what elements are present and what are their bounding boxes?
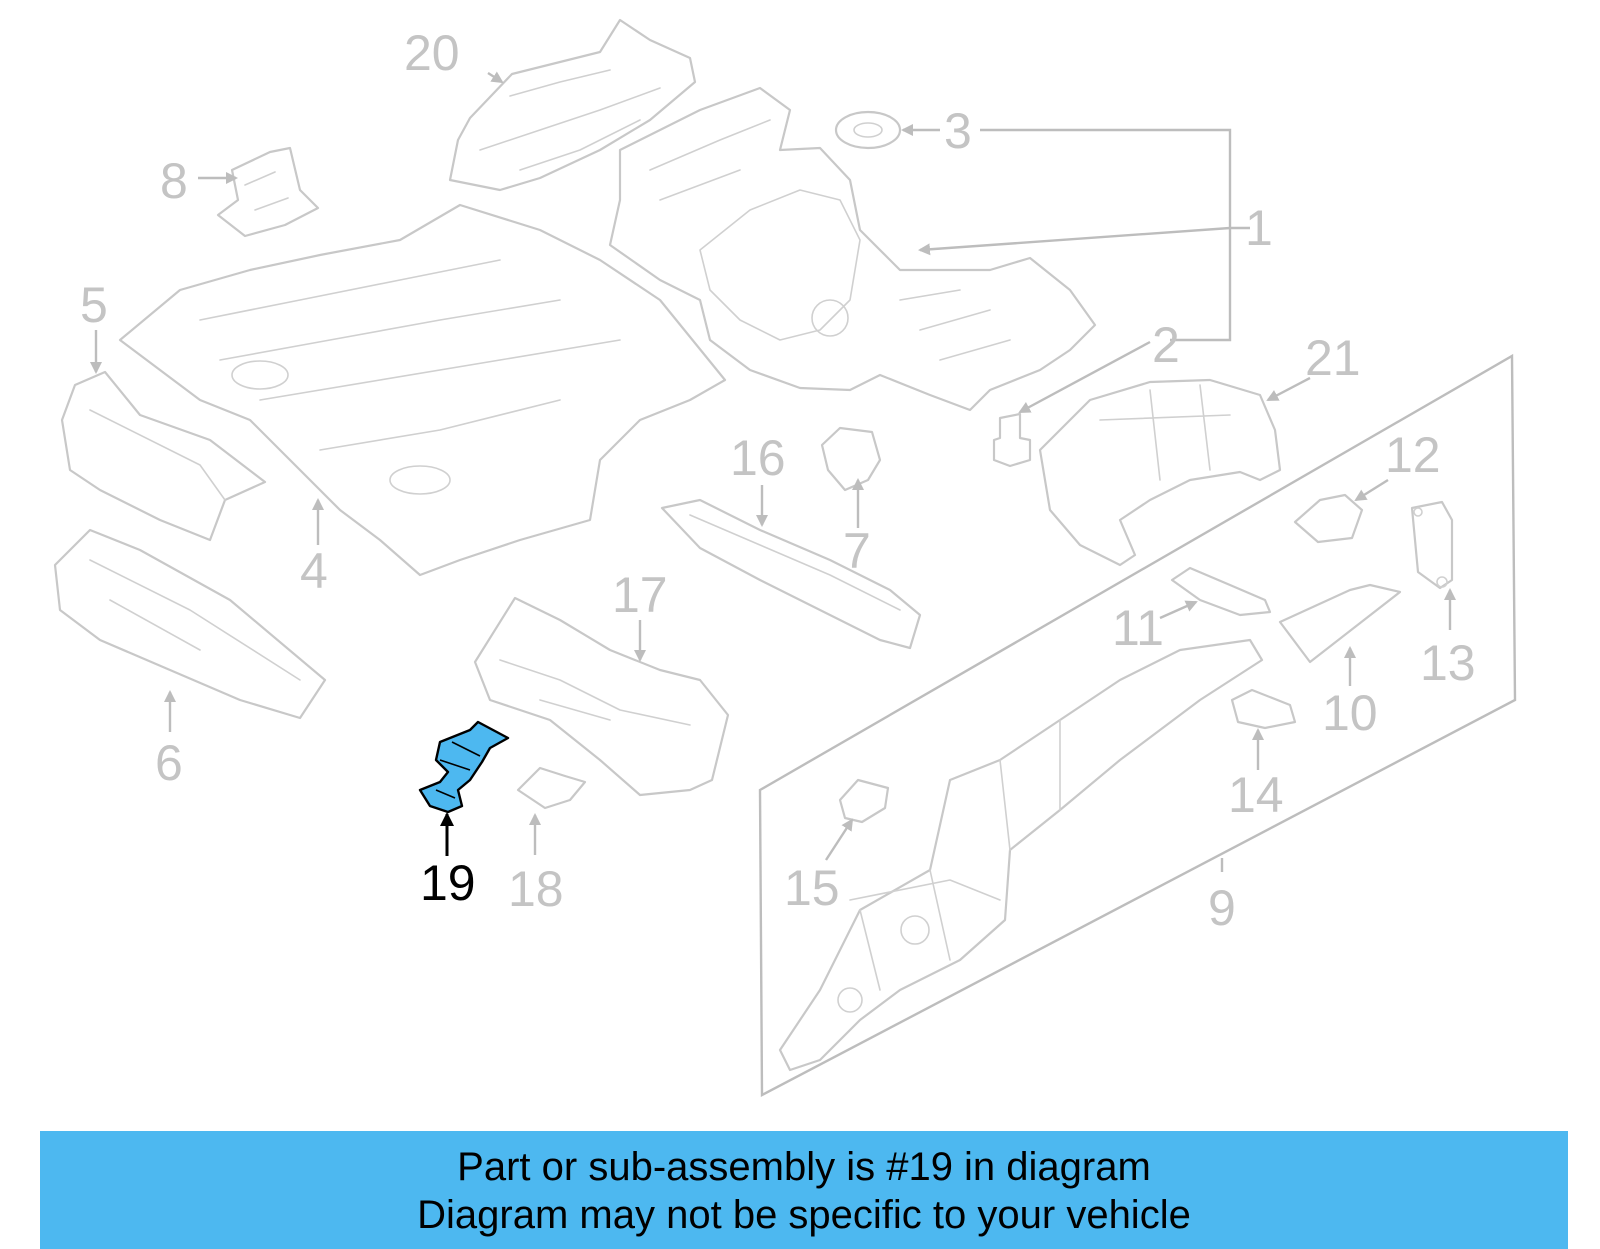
- banner-line-disclaimer: Diagram may not be specific to your vehi…: [417, 1193, 1191, 1237]
- part-6-crossmember: [53, 528, 327, 720]
- callout-16[interactable]: 16: [730, 430, 786, 486]
- callout-10[interactable]: 10: [1322, 685, 1378, 741]
- part-4-front-floor-pan: [118, 203, 727, 577]
- callout-18[interactable]: 18: [508, 861, 564, 917]
- part-1-rear-floor-pan: [608, 86, 1097, 412]
- part-19-bracket-highlighted: [418, 720, 510, 814]
- banner-line-part-number: Part or sub-assembly is #19 in diagram: [457, 1145, 1151, 1189]
- callout-5[interactable]: 5: [80, 277, 108, 333]
- part-18-clip: [516, 766, 587, 810]
- callout-13[interactable]: 13: [1420, 635, 1476, 691]
- part-2-stud: [992, 412, 1032, 468]
- part-8-bracket: [216, 146, 320, 238]
- callout-3[interactable]: 3: [944, 103, 972, 159]
- callout-17[interactable]: 17: [612, 567, 668, 623]
- part-20-heat-shield: [448, 18, 697, 192]
- callout-8[interactable]: 8: [160, 153, 188, 209]
- callout-6[interactable]: 6: [155, 735, 183, 791]
- part-15-clip: [838, 778, 890, 824]
- callout-labels: 1 2 3 4 5 6 7 8 9 10 11 12 13 14 15 16 1…: [80, 25, 1476, 936]
- callout-21[interactable]: 21: [1305, 330, 1361, 386]
- part-12-bracket: [1293, 493, 1364, 544]
- part-11-bracket: [1170, 566, 1272, 617]
- callout-2[interactable]: 2: [1152, 317, 1180, 373]
- callout-7[interactable]: 7: [843, 523, 871, 579]
- part-10-reinforcement: [1278, 583, 1402, 664]
- part-13-plate: [1410, 500, 1454, 590]
- leader-lines: [90, 71, 1456, 872]
- callout-11[interactable]: 11: [1112, 600, 1164, 656]
- callout-1[interactable]: 1: [1245, 200, 1273, 256]
- part-16-reinforcement: [660, 498, 922, 650]
- part-3-plug: [834, 110, 902, 150]
- callout-19-highlighted[interactable]: 19: [420, 855, 476, 911]
- callout-20[interactable]: 20: [404, 25, 460, 81]
- side-member-group-box: [758, 353, 1517, 1097]
- part-21-wheelhouse: [1038, 378, 1282, 567]
- part-9-rear-side-member: [778, 638, 1264, 1072]
- callout-12[interactable]: 12: [1385, 427, 1441, 483]
- info-banner: Part or sub-assembly is #19 in diagram D…: [40, 1131, 1568, 1249]
- callout-9[interactable]: 9: [1208, 880, 1236, 936]
- part-5-crossmember: [60, 370, 267, 542]
- callout-15[interactable]: 15: [784, 860, 840, 916]
- part-17-side-member: [473, 596, 730, 797]
- part-7-bracket: [820, 426, 882, 492]
- callout-4[interactable]: 4: [300, 543, 328, 599]
- callout-14[interactable]: 14: [1228, 767, 1284, 823]
- part-14-bracket: [1230, 688, 1297, 730]
